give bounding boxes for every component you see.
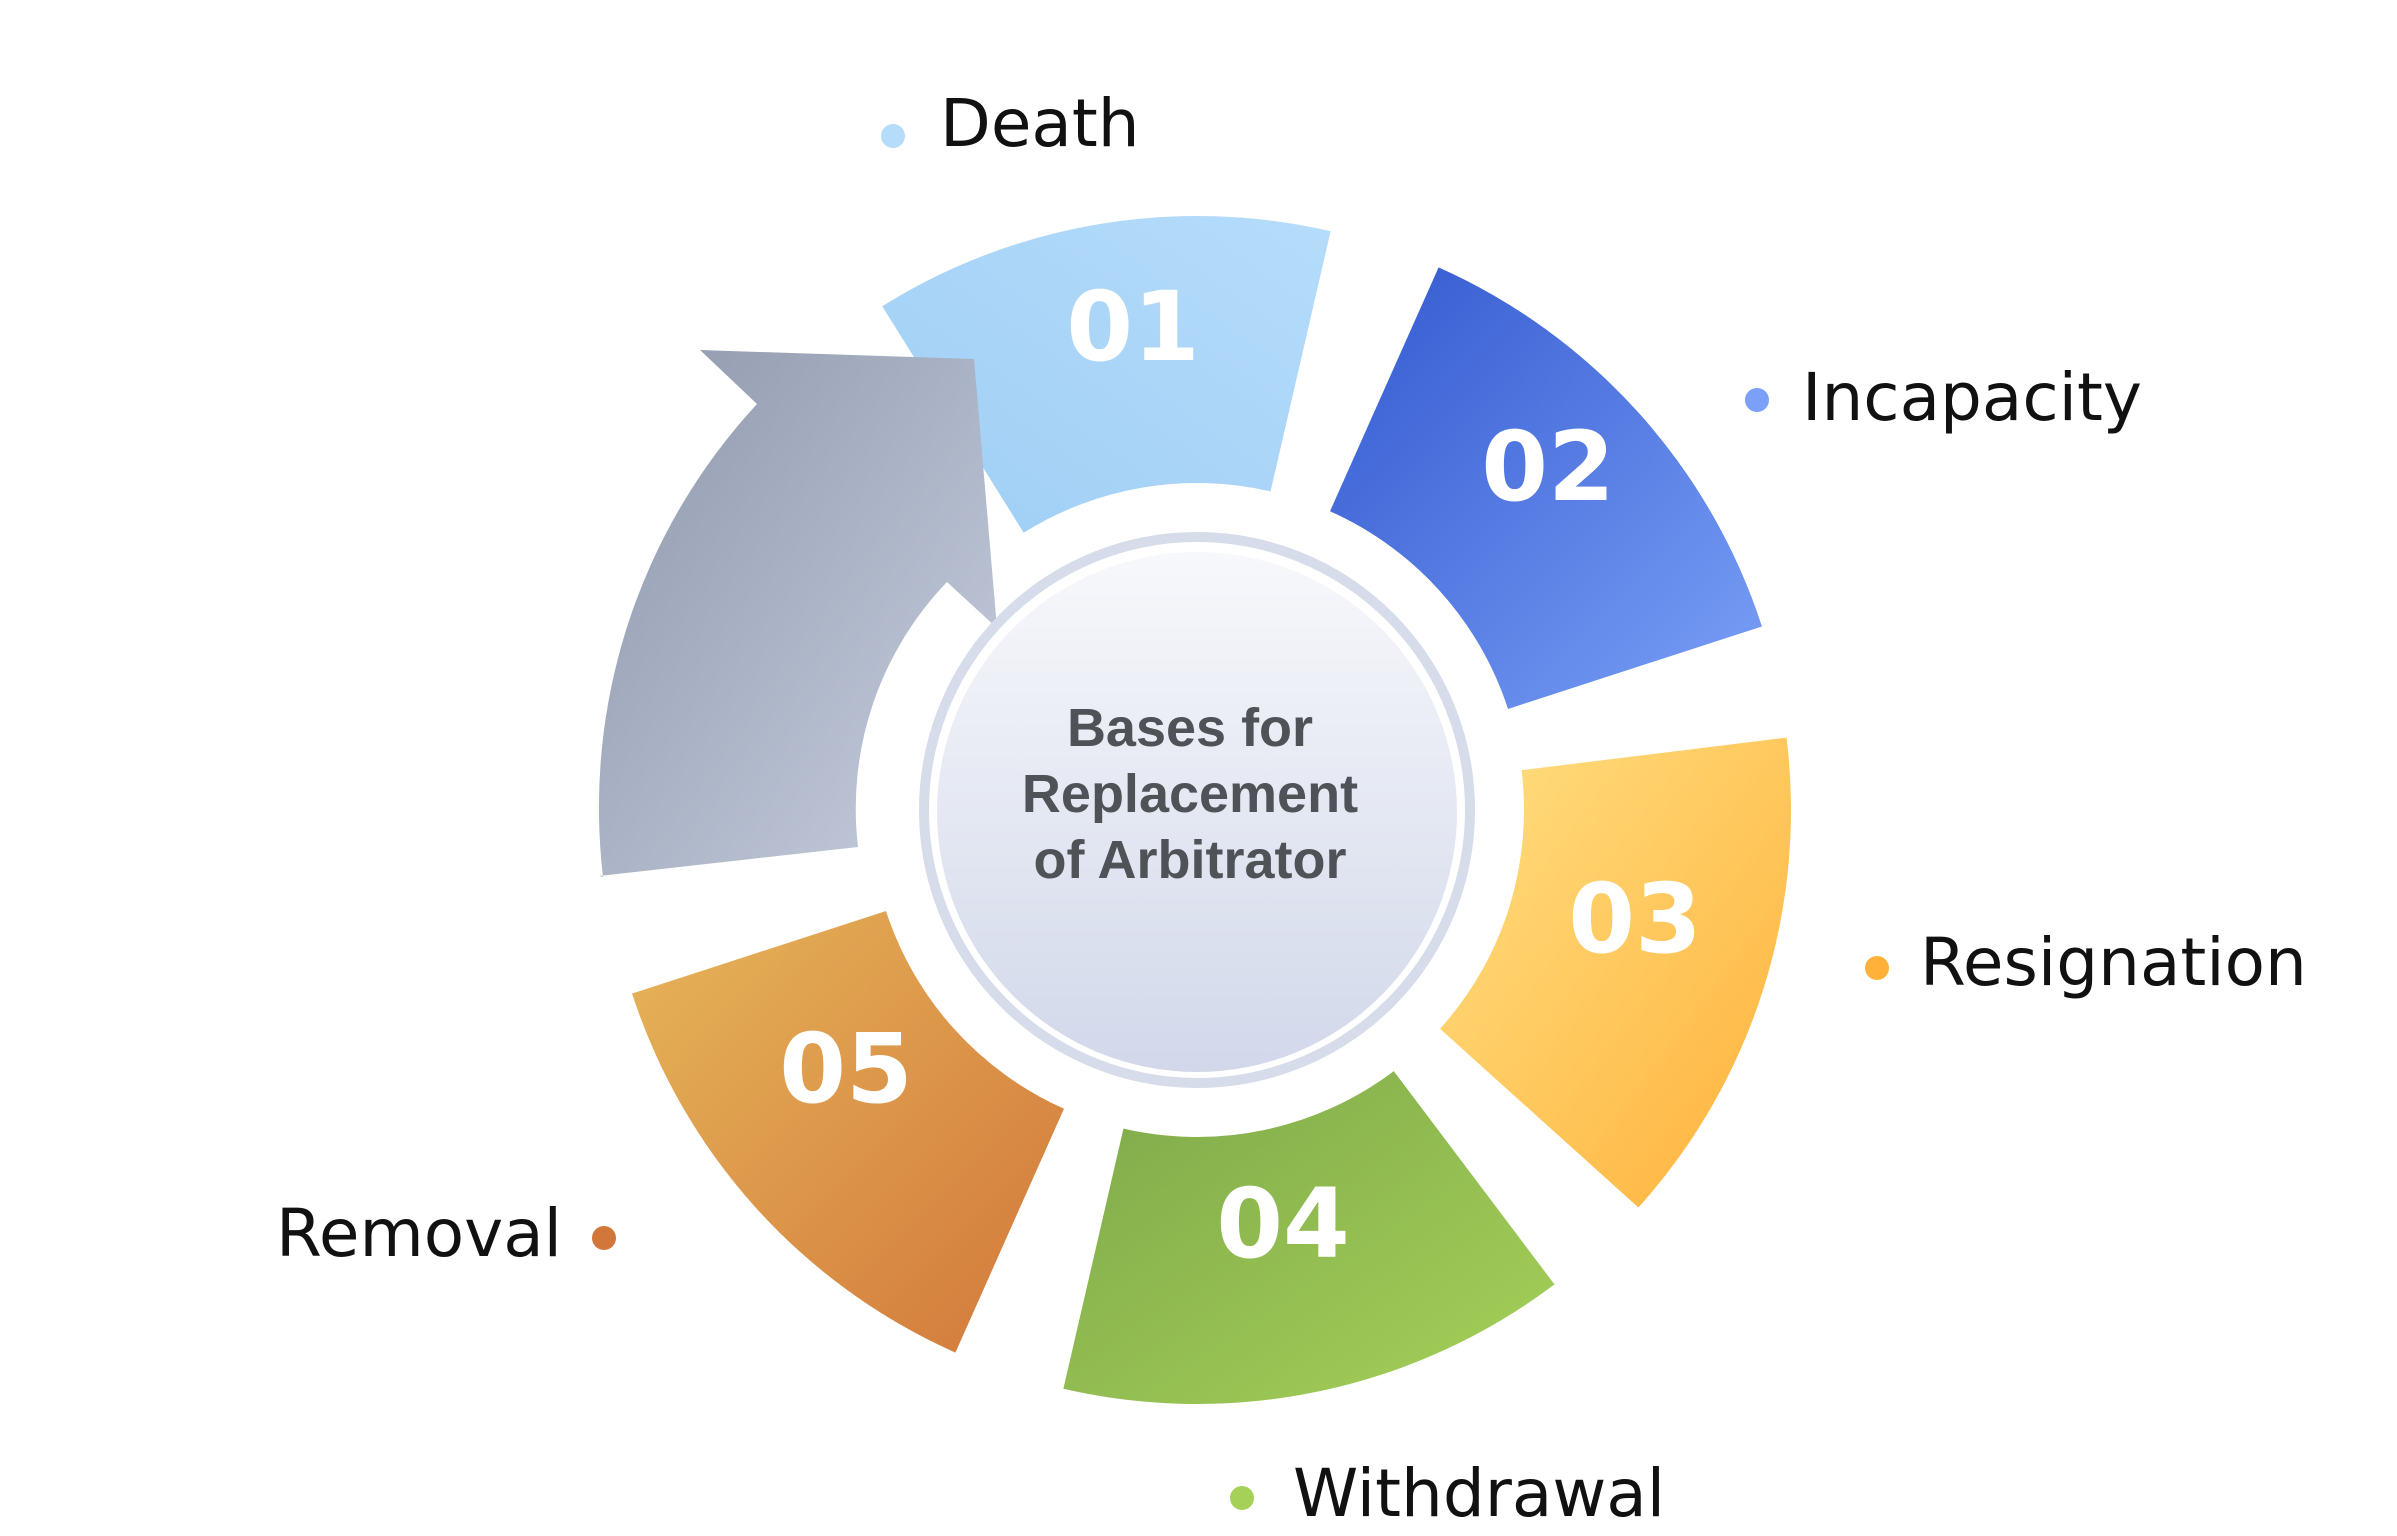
step-number-01: 01: [1066, 271, 1200, 383]
center-title-line-1: Bases for: [1066, 698, 1314, 758]
step-label-resignation: Resignation: [1920, 924, 2307, 1001]
step-segment-01: [882, 216, 1331, 533]
center-title: Bases for Replacement of Arbitrator: [900, 695, 1480, 893]
step-number-02: 02: [1481, 411, 1615, 523]
step-number-03: 03: [1568, 863, 1702, 975]
cycle-return-arrow: [598, 350, 997, 877]
step-number-05: 05: [779, 1013, 913, 1125]
step-number-04: 04: [1216, 1168, 1350, 1280]
step-segment-02: [1330, 267, 1762, 709]
step-bullet-04: [1230, 1486, 1254, 1510]
step-bullet-01: [881, 124, 905, 148]
step-segment-04: [1063, 1071, 1555, 1404]
center-hub: [919, 532, 1475, 1088]
center-title-line-3: of Arbitrator: [1033, 830, 1347, 890]
step-bullet-05: [592, 1226, 616, 1250]
center-title-line-2: Replacement: [1021, 764, 1359, 824]
step-bullet-02: [1745, 388, 1769, 412]
step-label-removal: Removal: [276, 1195, 562, 1272]
step-bullet-03: [1865, 956, 1889, 980]
step-segment-03: [1440, 737, 1791, 1208]
step-segment-05: [632, 911, 1064, 1353]
step-label-withdrawal: Withdrawal: [1293, 1455, 1665, 1532]
step-label-incapacity: Incapacity: [1802, 359, 2142, 436]
step-label-death: Death: [940, 85, 1140, 162]
